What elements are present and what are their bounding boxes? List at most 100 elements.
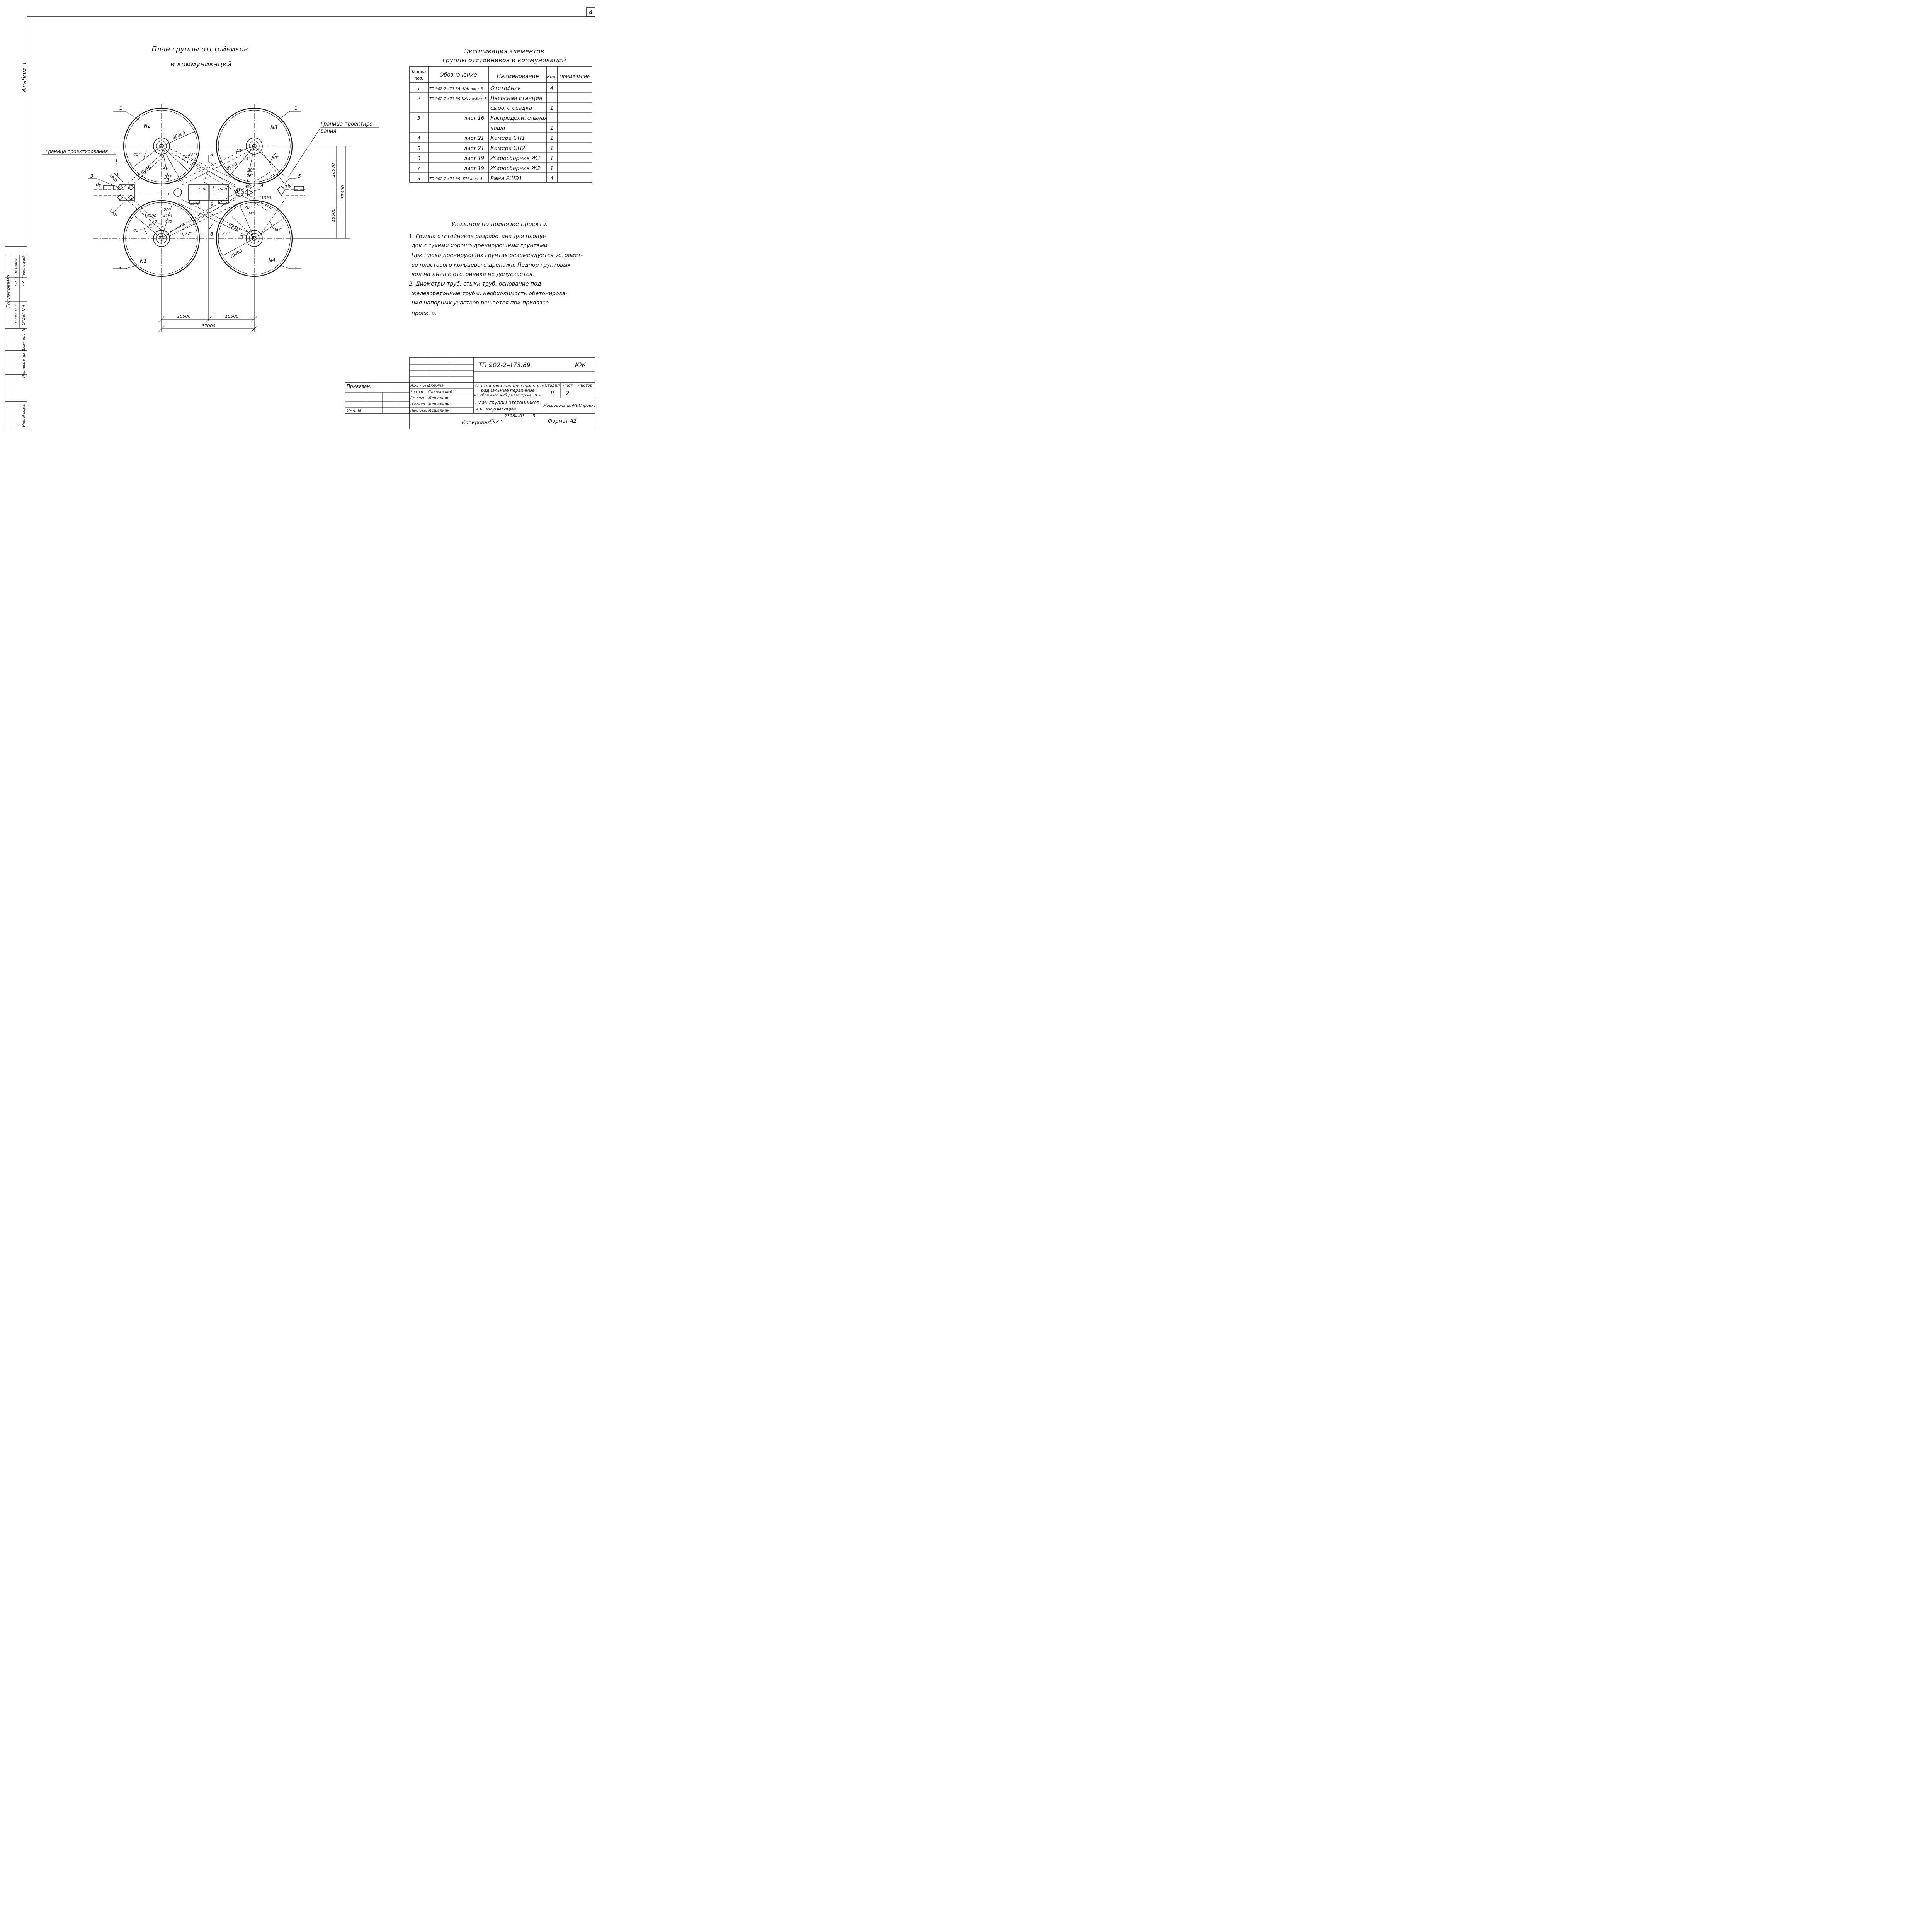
mark-2: 2	[203, 176, 206, 181]
angle-rays	[131, 146, 284, 239]
dim-7500-b: 7500	[217, 187, 227, 192]
angle-7: 45°	[243, 157, 250, 161]
tank-label-n4: N4	[269, 258, 276, 264]
dim-37000-v: 37000	[340, 185, 345, 199]
role-title: Н.контр.	[410, 403, 426, 406]
row-mark: 6	[417, 156, 420, 161]
grease-collector-2	[235, 188, 244, 197]
header-mark-line1: Марка	[412, 70, 426, 75]
angle-5: 27°	[236, 149, 243, 153]
settler-group-plan: N2 N3 N1 N4 Граница проектирования Грани…	[42, 104, 379, 332]
dim-37000-h: 37000	[202, 323, 216, 328]
note-line: во пластового кольцевого дренажа. Подпор…	[412, 262, 571, 268]
angle-12: 60°	[274, 227, 282, 232]
inv-label: Инв. N	[347, 408, 361, 413]
mark-7: 7	[235, 190, 238, 195]
sheet-title-line2: и коммуникаций	[475, 406, 516, 412]
row-code: ТП 902-2-473.89-КЖ альбом 5	[429, 97, 487, 101]
header-qty: Кол.	[547, 74, 556, 79]
name1-label: Лазанов	[14, 258, 19, 276]
explication-title-line2: группы отстойников и коммуникаций	[442, 56, 566, 64]
row-name: Жиросборник Ж2	[490, 165, 541, 172]
boundary-left-label: Граница проектирования	[46, 149, 108, 154]
copied-label: Копировал:	[462, 420, 492, 426]
format-label: Формат А2	[548, 418, 577, 424]
angle-6: 60°	[272, 155, 279, 160]
plan-title-line2: и коммуникаций	[170, 60, 231, 68]
row-qty: 1	[550, 136, 553, 141]
note-line: железобетонные трубы, необходимость обет…	[411, 291, 568, 297]
tank-label-n2: N2	[144, 123, 151, 129]
dim-18500-h2: 18500	[225, 314, 239, 319]
mark-1-bottom-right: 1	[294, 266, 298, 272]
row-name: Жиросборник Ж1	[490, 155, 541, 162]
dim-4270: 4270	[190, 202, 199, 206]
row-name: Камера ОП2	[490, 145, 525, 151]
dim-690: 690	[245, 185, 251, 189]
mark-5: 5	[298, 173, 301, 179]
signature-mark-1	[14, 277, 17, 286]
header-mark-line2: поз.	[414, 76, 423, 81]
boundary-right-label-2: вания	[321, 128, 337, 134]
row-code: лист 21	[464, 146, 484, 151]
dim-7500-a: 7500	[198, 187, 207, 192]
settler-tank-n2	[123, 107, 200, 185]
row-code: лист 19	[464, 156, 484, 162]
object-line2: радиальные первичные	[481, 388, 535, 393]
sheet-number: 4	[589, 9, 593, 16]
row-name: сырого осадка	[490, 105, 532, 111]
role-title: Гл. спец.	[410, 396, 427, 400]
archive-number: 23984-03	[504, 413, 525, 418]
doc-mark: КЖ	[575, 361, 586, 369]
row-name: Насосная станция	[490, 95, 542, 102]
plan-title-line1: План группы отстойников	[151, 45, 248, 53]
dim-4700: 4700	[163, 214, 172, 218]
pipe-label-6: dy	[286, 183, 292, 189]
stage-value: Р	[551, 391, 554, 396]
boundary-right-label-1: Граница проектиро-	[321, 121, 374, 127]
row-qty: 1	[550, 146, 553, 151]
role-name: Славянский	[428, 390, 452, 394]
settler-tank-n1	[123, 200, 200, 277]
angle-1: 45°	[133, 152, 141, 157]
dim-18500-v1: 18500	[331, 163, 336, 177]
angle-13: 45°	[133, 228, 141, 233]
row-name: чаша	[490, 125, 505, 131]
row-name: Распределительная	[490, 115, 548, 121]
angle-16: 20°	[163, 207, 171, 213]
mark-1-top-right: 1	[294, 105, 298, 111]
archive-sheet: 5	[532, 413, 535, 418]
notes-block: 1. Группа отстойников разработана для пл…	[409, 233, 583, 316]
explication-table: Марка поз. Обозначение Наименование Кол.…	[409, 66, 592, 183]
chamber-op2	[277, 186, 286, 196]
role-title: Нач. т.отд.	[410, 384, 430, 388]
row-qty: 1	[550, 166, 553, 172]
row-qty: 1	[550, 105, 553, 111]
row-qty: 1	[550, 126, 553, 131]
row-mark: 3	[417, 116, 420, 121]
dim-3000: 3000	[210, 199, 213, 206]
sheet-value: 2	[566, 391, 569, 396]
mark-6: 6	[168, 192, 171, 197]
dim-11390: 11390	[259, 196, 271, 200]
organization: МосводоканалНИИпроект	[543, 404, 596, 408]
note-line: проекта.	[412, 310, 437, 316]
dept2-label: Отдел N 2	[14, 304, 19, 325]
row-mark: 2	[417, 96, 420, 101]
row-name: Отстойник	[490, 85, 521, 92]
mark-1-top-left: 1	[119, 105, 122, 111]
chamber-op1	[247, 189, 253, 196]
note-line: док с сухими хорошо дренирующими грунтам…	[411, 243, 549, 249]
explication-title-line1: Экспликация элементов	[464, 48, 544, 55]
angle-4: 31°	[164, 175, 172, 180]
mark-leaders	[88, 111, 301, 269]
angle-2: 27°	[188, 152, 196, 157]
dept4-label: Отдел N 4	[22, 304, 26, 325]
row-qty: 1	[550, 156, 553, 162]
mark-8-top: 8	[210, 152, 213, 157]
dim-3000b: 3000	[212, 185, 215, 192]
inlet-pipe-block	[103, 185, 114, 190]
dim-2980-b: 2980	[109, 209, 117, 218]
